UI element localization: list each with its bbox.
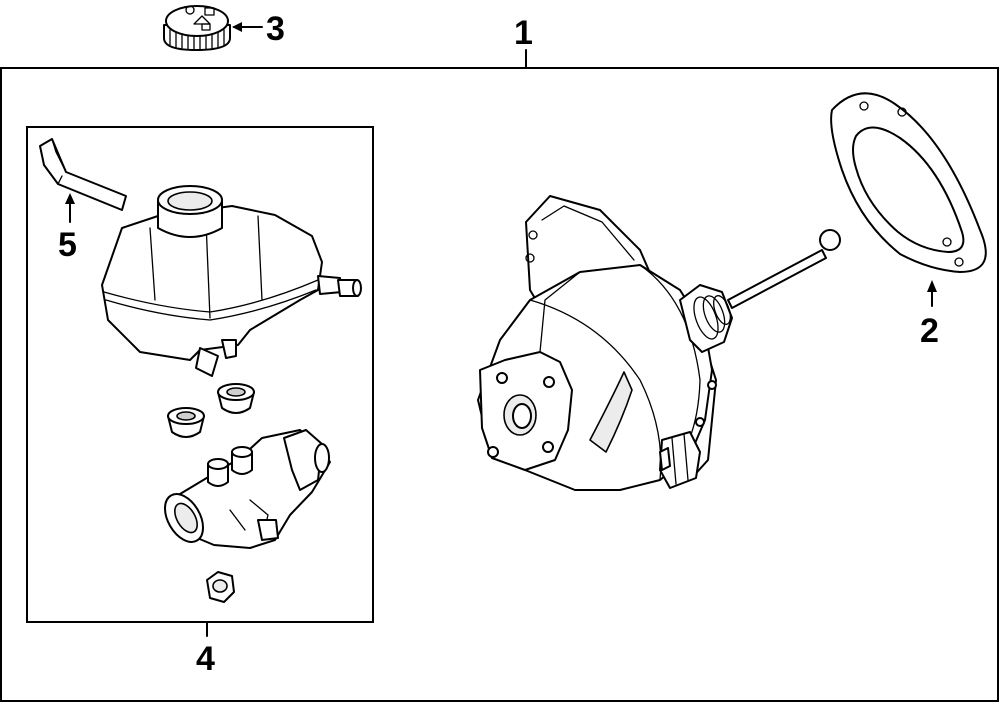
booster-gasket[interactable] bbox=[830, 92, 987, 273]
leader-arrow-2 bbox=[927, 280, 937, 292]
leader-arrow-3 bbox=[232, 22, 242, 32]
leader-arrow-5 bbox=[65, 193, 75, 204]
master-cylinder-group-frame bbox=[26, 126, 374, 623]
brake-fluid-reservoir[interactable] bbox=[101, 185, 362, 377]
callout-1[interactable]: 1 bbox=[514, 14, 533, 52]
callout-3[interactable]: 3 bbox=[266, 10, 285, 48]
reservoir-grommet-lower[interactable] bbox=[167, 407, 205, 438]
fluid-level-sensor[interactable] bbox=[39, 138, 127, 211]
mounting-nut[interactable] bbox=[206, 571, 235, 603]
callout-5[interactable]: 5 bbox=[58, 226, 77, 264]
callout-4[interactable]: 4 bbox=[196, 640, 215, 678]
brake-booster[interactable] bbox=[477, 195, 841, 491]
callout-2[interactable]: 2 bbox=[920, 312, 939, 350]
reservoir-grommet-upper[interactable] bbox=[217, 383, 255, 414]
master-cylinder[interactable] bbox=[157, 429, 331, 549]
reservoir-cap[interactable] bbox=[163, 5, 231, 51]
assembly-frame bbox=[0, 67, 999, 702]
